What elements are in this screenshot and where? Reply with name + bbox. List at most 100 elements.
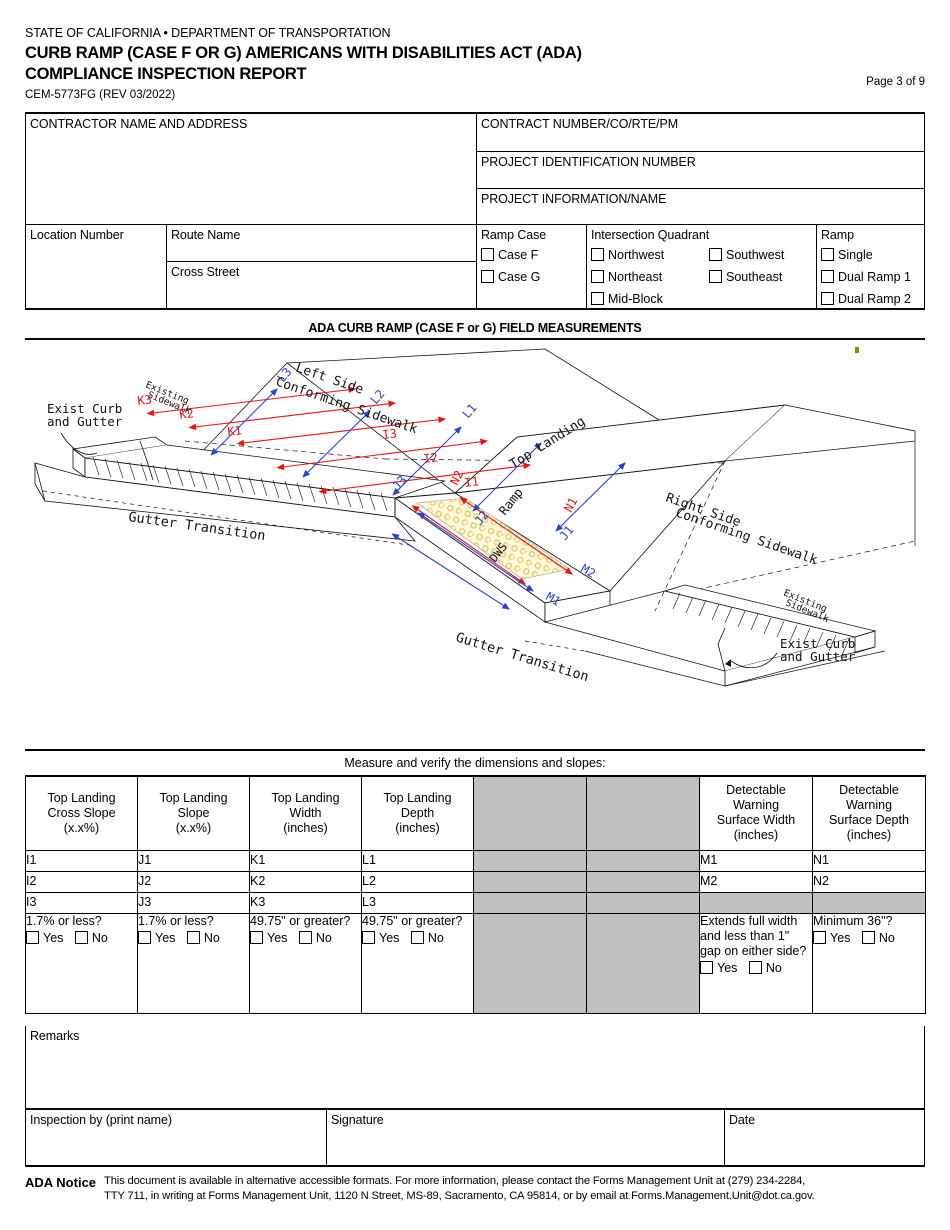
checkbox-slope-no[interactable]: No — [186, 930, 220, 946]
curb-ramp-isometric-drawing: K3 K2 K1 I1 I2 I3 L3 L2 L1 J1 J2 J3 N2 N… — [34, 348, 916, 687]
checkbox-northeast[interactable]: Northeast — [591, 268, 662, 287]
header-text: Top Landing Slope (x.x%) — [159, 790, 228, 835]
checkbox-box[interactable] — [591, 248, 604, 261]
checkbox-box[interactable] — [186, 930, 200, 944]
checkbox-box[interactable] — [700, 960, 713, 974]
field-measurements-title: ADA CURB RAMP (CASE F or G) FIELD MEASUR… — [308, 321, 642, 335]
checkbox-southeast[interactable]: Southeast — [709, 268, 782, 287]
criteria-blank-1 — [473, 912, 587, 1014]
checkbox-label: Mid-Block — [608, 292, 663, 306]
checkbox-box[interactable] — [591, 292, 604, 305]
signature-label: Signature — [331, 1113, 384, 1127]
cell-N1[interactable]: N1 — [812, 849, 926, 872]
checkbox-box[interactable] — [481, 248, 494, 261]
checkbox-box[interactable] — [362, 930, 375, 944]
cell-J1[interactable]: J1 — [137, 849, 250, 872]
checkbox-dws-width-no[interactable]: No — [748, 960, 782, 976]
signature-field[interactable]: Signature — [326, 1110, 724, 1165]
code-label: K1 — [250, 852, 266, 867]
date-field[interactable]: Date — [724, 1110, 924, 1165]
cell-K2[interactable]: K2 — [249, 870, 362, 893]
checkbox-case-f[interactable]: Case F — [481, 246, 538, 265]
route-name-field[interactable]: Route Name — [166, 224, 476, 261]
signature-row: Inspection by (print name) Signature Dat… — [25, 1110, 925, 1167]
checkbox-box[interactable] — [821, 292, 834, 305]
checkbox-box[interactable] — [138, 930, 151, 944]
checkbox-box[interactable] — [821, 248, 834, 261]
code-label: J3 — [138, 894, 152, 909]
checkbox-box[interactable] — [74, 930, 88, 944]
checkbox-dual-ramp-1[interactable]: Dual Ramp 1 — [821, 268, 911, 287]
project-info-label: PROJECT INFORMATION/NAME — [481, 192, 667, 206]
checkbox-depth-yes[interactable]: Yes — [362, 930, 399, 946]
cross-street-field[interactable]: Cross Street — [166, 261, 476, 310]
ramp-label: Ramp — [821, 228, 854, 242]
cell-K3[interactable]: K3 — [249, 891, 362, 914]
checkbox-box[interactable] — [298, 930, 312, 944]
code-label: L2 — [362, 873, 376, 888]
checkbox-box[interactable] — [591, 270, 604, 283]
contract-number-label: CONTRACT NUMBER/CO/RTE/PM — [481, 117, 679, 131]
cell-I3[interactable]: I3 — [25, 891, 138, 914]
checkbox-box[interactable] — [813, 930, 826, 944]
checkbox-box[interactable] — [748, 960, 762, 974]
checkbox-label: Yes — [155, 930, 176, 945]
cell-blank-1-r2 — [473, 870, 587, 893]
cell-J2[interactable]: J2 — [137, 870, 250, 893]
checkbox-label: Southwest — [726, 248, 785, 262]
remarks-field[interactable]: Remarks — [25, 1026, 925, 1110]
checkbox-slope-yes[interactable]: Yes — [138, 930, 176, 946]
checkbox-width-yes[interactable]: Yes — [250, 930, 287, 946]
criteria-blank-2 — [586, 912, 700, 1014]
ada-notice-label: ADA Notice — [25, 1175, 97, 1190]
checkbox-box[interactable] — [26, 930, 39, 944]
checkbox-dws-depth-yes[interactable]: Yes — [813, 930, 850, 946]
project-id-field[interactable]: PROJECT IDENTIFICATION NUMBER — [476, 151, 925, 188]
criteria-question: 49.75" or greater? — [250, 913, 351, 928]
checkbox-northwest[interactable]: Northwest — [591, 246, 664, 265]
cell-blank-2-r3 — [586, 891, 700, 914]
cell-L3[interactable]: L3 — [361, 891, 474, 914]
checkbox-cross-slope-yes[interactable]: Yes — [26, 930, 63, 946]
checkbox-box[interactable] — [861, 930, 875, 944]
cell-N2[interactable]: N2 — [812, 870, 926, 893]
checkbox-mid-block[interactable]: Mid-Block — [591, 290, 663, 309]
ramp-case-label: Ramp Case — [481, 228, 547, 242]
checkbox-dual-ramp-2[interactable]: Dual Ramp 2 — [821, 290, 911, 309]
checkbox-dws-depth-no[interactable]: No — [861, 930, 895, 946]
cell-I1[interactable]: I1 — [25, 849, 138, 872]
cell-M1[interactable]: M1 — [699, 849, 813, 872]
label-I2: I2 — [423, 450, 439, 466]
label-exist-curb-gutter-left-2: and Gutter — [47, 414, 123, 429]
code-label: M2 — [700, 873, 718, 888]
checkbox-dws-width-yes[interactable]: Yes — [700, 960, 737, 976]
cell-I2[interactable]: I2 — [25, 870, 138, 893]
checkbox-box[interactable] — [709, 270, 722, 283]
cell-K1[interactable]: K1 — [249, 849, 362, 872]
checkbox-depth-no[interactable]: No — [410, 930, 444, 946]
inspection-by-field[interactable]: Inspection by (print name) — [26, 1110, 326, 1165]
project-info-field[interactable]: PROJECT INFORMATION/NAME — [476, 188, 925, 224]
cell-L2[interactable]: L2 — [361, 870, 474, 893]
checkbox-single[interactable]: Single — [821, 246, 873, 265]
form-title-line-1: CURB RAMP (CASE F OR G) AMERICANS WITH D… — [25, 44, 582, 62]
contract-number-field[interactable]: CONTRACT NUMBER/CO/RTE/PM — [476, 114, 925, 151]
code-label: J2 — [138, 873, 152, 888]
label-right-side-2: Conforming Sidewalk — [674, 506, 820, 569]
checkbox-case-g[interactable]: Case G — [481, 268, 540, 287]
location-number-field[interactable]: Location Number — [26, 224, 166, 310]
cell-L1[interactable]: L1 — [361, 849, 474, 872]
label-I1: I1 — [464, 474, 480, 490]
checkbox-southwest[interactable]: Southwest — [709, 246, 784, 265]
checkbox-box[interactable] — [250, 930, 263, 944]
checkbox-cross-slope-no[interactable]: No — [74, 930, 108, 946]
checkbox-box[interactable] — [709, 248, 722, 261]
checkbox-box[interactable] — [410, 930, 424, 944]
col-header-dws-width: Detectable Warning Surface Width (inches… — [699, 775, 813, 851]
cell-J3[interactable]: J3 — [137, 891, 250, 914]
checkbox-box[interactable] — [821, 270, 834, 283]
checkbox-width-no[interactable]: No — [298, 930, 332, 946]
checkbox-box[interactable] — [481, 270, 494, 283]
cell-M2[interactable]: M2 — [699, 870, 813, 893]
contractor-field[interactable]: CONTRACTOR NAME AND ADDRESS — [26, 114, 476, 224]
